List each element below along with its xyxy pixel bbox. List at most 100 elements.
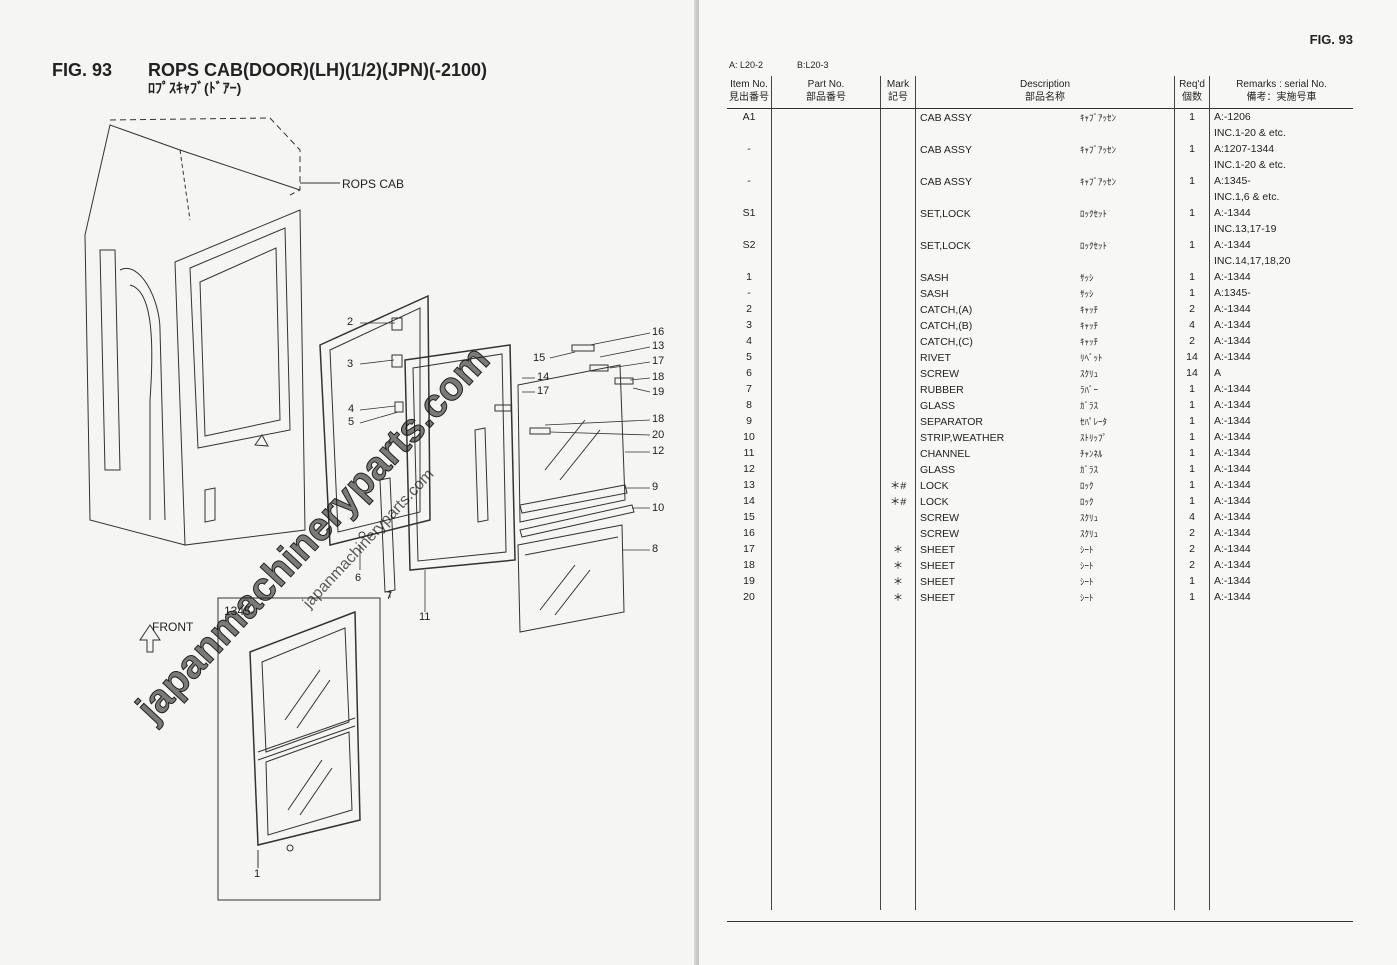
cell-desc: CATCH,(A)ｷｬｯﾁ bbox=[915, 301, 1175, 317]
cell-mark bbox=[880, 237, 916, 253]
table-filler bbox=[727, 605, 1353, 910]
cell-req: 1 bbox=[1174, 237, 1210, 253]
cell-remarks: A:-1344 bbox=[1209, 493, 1353, 509]
cell-mark bbox=[880, 381, 916, 397]
desc-en: CAB ASSY bbox=[920, 175, 972, 188]
callout-2: 2 bbox=[347, 316, 354, 328]
cell-part bbox=[771, 253, 881, 269]
cell-item: 9 bbox=[746, 415, 752, 427]
cell-remarks: A:-1344 bbox=[1209, 589, 1353, 605]
cell-remarks: A:-1344 bbox=[1209, 541, 1353, 557]
cell-item: 18 bbox=[743, 559, 755, 571]
cell-remarks: A:-1344 bbox=[1209, 397, 1353, 413]
desc-en: SHEET bbox=[920, 559, 956, 572]
cell-remarks: A:-1344 bbox=[1209, 477, 1353, 493]
cell-item: 4 bbox=[746, 335, 752, 347]
cell-part bbox=[771, 381, 881, 397]
desc-en: SEPARATOR bbox=[920, 415, 984, 428]
cell-req: 1 bbox=[1174, 141, 1210, 157]
cell-req bbox=[1174, 221, 1210, 237]
cell-mark bbox=[880, 301, 916, 317]
cell-req: 1 bbox=[1174, 108, 1210, 125]
desc-en: SHEET bbox=[920, 591, 956, 604]
left-page: FIG. 93 ROPS CAB(DOOR)(LH)(1/2)(JPN)(-21… bbox=[0, 0, 699, 965]
desc-jp: ｽｸﾘｭ bbox=[1080, 512, 1099, 523]
callout-5: 5 bbox=[348, 416, 355, 428]
cell-mark: ＊ bbox=[880, 589, 916, 605]
cell-part bbox=[771, 285, 881, 301]
desc-jp: ｶﾞﾗｽ bbox=[1080, 400, 1099, 411]
desc-jp: ｼｰﾄ bbox=[1080, 560, 1094, 571]
cell-remarks: A:-1206 bbox=[1209, 108, 1353, 125]
cell-req: 2 bbox=[1174, 301, 1210, 317]
cell-part bbox=[771, 557, 881, 573]
cell-desc bbox=[915, 125, 1175, 141]
cell-desc bbox=[915, 157, 1175, 173]
cell-item: 14 bbox=[743, 495, 755, 507]
cell-mark: ＊ bbox=[880, 541, 916, 557]
desc-en: SCREW bbox=[920, 367, 960, 380]
cell-part bbox=[771, 189, 881, 205]
cell-remarks: A:-1344 bbox=[1209, 301, 1353, 317]
cell-item: 8 bbox=[746, 399, 752, 411]
desc-jp: ﾛｯｸ bbox=[1080, 480, 1094, 491]
callout-4: 4 bbox=[348, 403, 355, 415]
desc-jp: ｶﾞﾗｽ bbox=[1080, 464, 1099, 475]
desc-jp: ﾘﾍﾞｯﾄ bbox=[1080, 352, 1103, 363]
cell-remarks: INC.13,17-19 bbox=[1209, 221, 1353, 237]
separator-drawing bbox=[519, 484, 628, 514]
cell-part bbox=[771, 221, 881, 237]
desc-jp: ｻｯｼ bbox=[1080, 272, 1094, 283]
cell-part bbox=[771, 157, 881, 173]
desc-jp: ｷｬｯﾁ bbox=[1080, 320, 1099, 331]
cell-req: 1 bbox=[1174, 573, 1210, 589]
desc-en: SET,LOCK bbox=[920, 207, 971, 220]
cell-mark bbox=[880, 141, 916, 157]
desc-jp: ﾛｯｸｾｯﾄ bbox=[1080, 208, 1108, 219]
cell-part bbox=[771, 349, 881, 365]
callout-8: 8 bbox=[652, 543, 659, 555]
cell-remarks: A:-1344 bbox=[1209, 381, 1353, 397]
cell-req: 1 bbox=[1174, 445, 1210, 461]
cell-mark bbox=[880, 349, 916, 365]
cell-item: 10 bbox=[743, 431, 755, 443]
cell-req: 14 bbox=[1174, 365, 1210, 381]
cell-mark bbox=[880, 365, 916, 381]
desc-jp: ｽｸﾘｭ bbox=[1080, 528, 1099, 539]
rops-cab-label: ROPS CAB bbox=[342, 177, 405, 191]
desc-en: SCREW bbox=[920, 511, 960, 524]
cell-req: 1 bbox=[1174, 413, 1210, 429]
callout-6: 6 bbox=[355, 572, 362, 584]
cell-req bbox=[1174, 157, 1210, 173]
callout-14: 14 bbox=[537, 371, 550, 383]
cell-part bbox=[771, 269, 881, 285]
right-page: FIG. 93 A: L20-2 B:L20-3 Item No.見出番号 Pa… bbox=[699, 0, 1397, 965]
table-row: INC.1,6 & etc. bbox=[727, 189, 1353, 205]
cell-part bbox=[771, 493, 881, 509]
cell-mark: ＊ bbox=[880, 573, 916, 589]
cell-req: 4 bbox=[1174, 317, 1210, 333]
cell-remarks: A:-1344 bbox=[1209, 525, 1353, 541]
cell-part bbox=[771, 461, 881, 477]
desc-jp: ｽﾄﾘｯﾌﾟ bbox=[1080, 432, 1108, 443]
cell-remarks: A:-1344 bbox=[1209, 573, 1353, 589]
cell-part bbox=[771, 141, 881, 157]
